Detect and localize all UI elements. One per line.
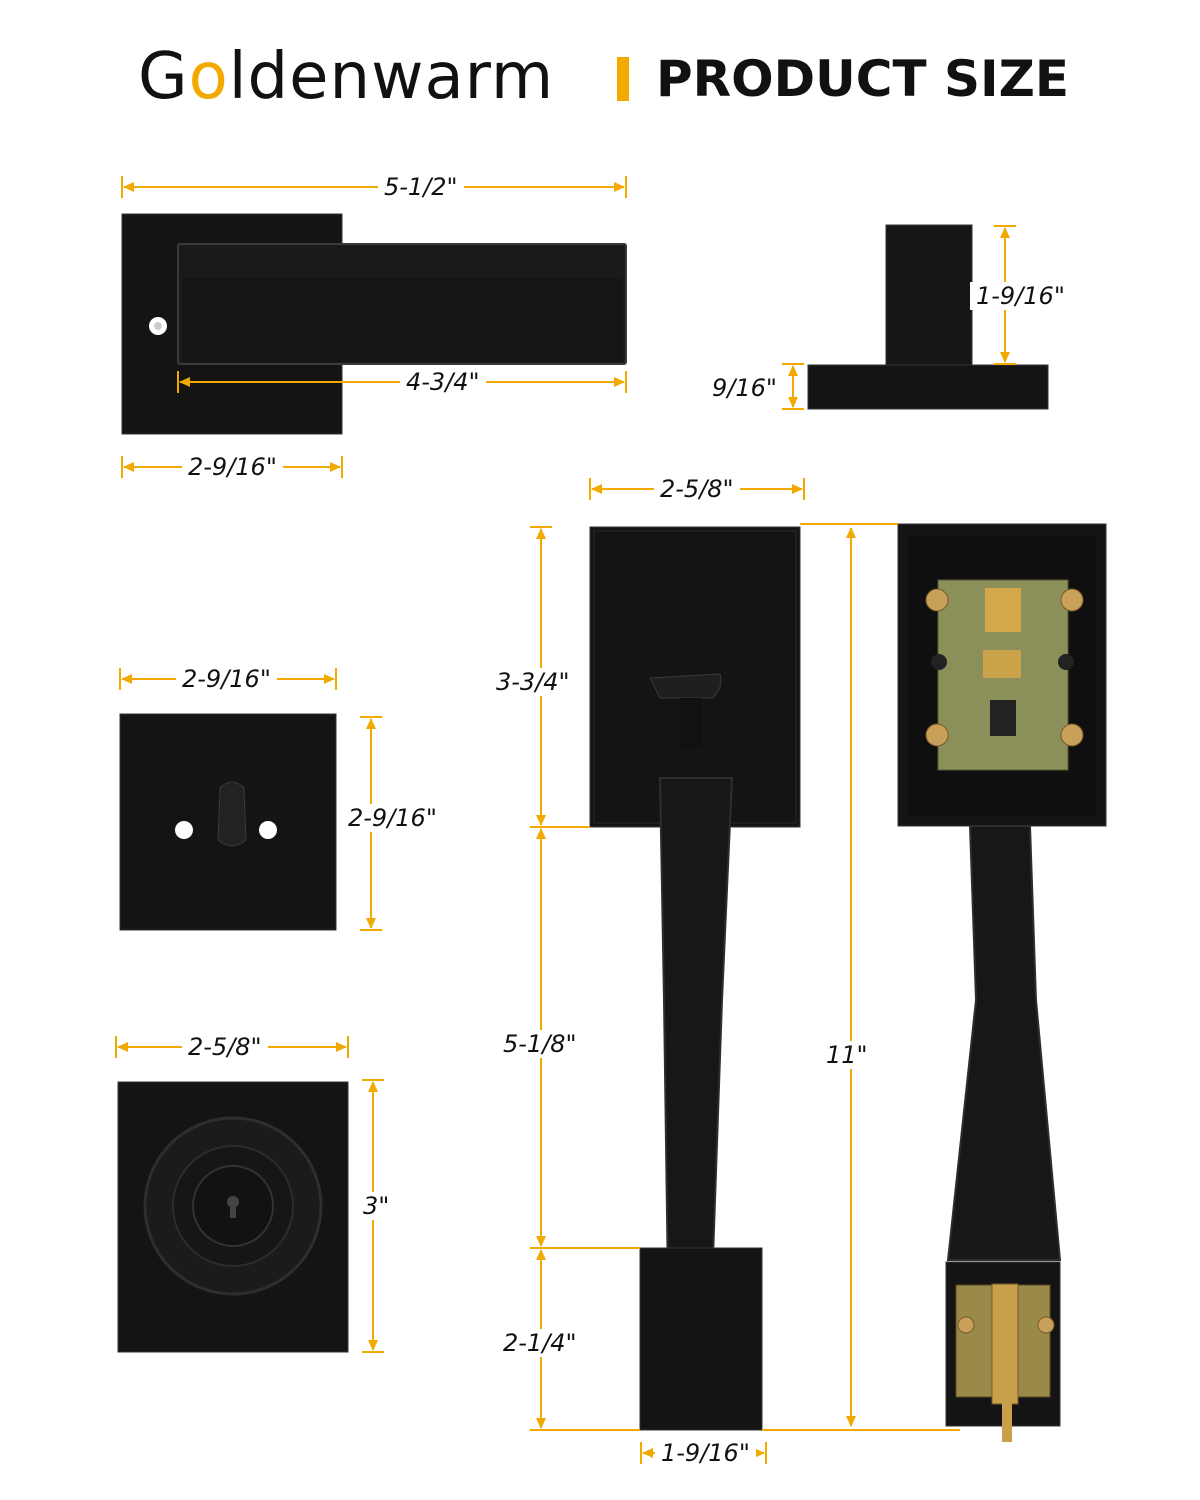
page-title: PRODUCT SIZE bbox=[656, 50, 1069, 108]
handleset-back bbox=[897, 523, 1107, 1442]
keyed-height-label: 3" bbox=[357, 1192, 396, 1220]
handleset-middle-section-label: 5-1/8" bbox=[497, 1030, 583, 1058]
brand-logo: Goldenwarm bbox=[138, 40, 555, 114]
lever-rose-thickness-label: 9/16" bbox=[706, 374, 783, 402]
lever-side bbox=[807, 224, 1049, 410]
handleset-top-section-label: 3-3/4" bbox=[490, 668, 576, 696]
header: Goldenwarm PRODUCT SIZE bbox=[0, 40, 1200, 120]
handleset-bottom-section-label: 2-1/4" bbox=[497, 1329, 583, 1357]
lever-total-length-label: 5-1/2" bbox=[378, 173, 464, 201]
handleset-plate-width-label: 2-5/8" bbox=[654, 475, 740, 503]
thumbturn-height-label: 2-9/16" bbox=[342, 804, 443, 832]
lever-rose-width-label: 2-9/16" bbox=[182, 453, 283, 481]
lever-front bbox=[121, 213, 627, 435]
handleset-bottom-width-label: 1-9/16" bbox=[655, 1439, 756, 1467]
lever-projection-label: 1-9/16" bbox=[970, 282, 1071, 310]
thumbturn-width-label: 2-9/16" bbox=[176, 665, 277, 693]
deadbolt-thumbturn bbox=[119, 713, 337, 931]
handleset-front bbox=[589, 526, 801, 1431]
handleset-total-height-label: 11" bbox=[820, 1041, 874, 1069]
lever-length-label: 4-3/4" bbox=[400, 368, 486, 396]
deadbolt-keyed bbox=[117, 1081, 349, 1353]
header-separator bbox=[617, 57, 629, 101]
keyed-width-label: 2-5/8" bbox=[182, 1033, 268, 1061]
